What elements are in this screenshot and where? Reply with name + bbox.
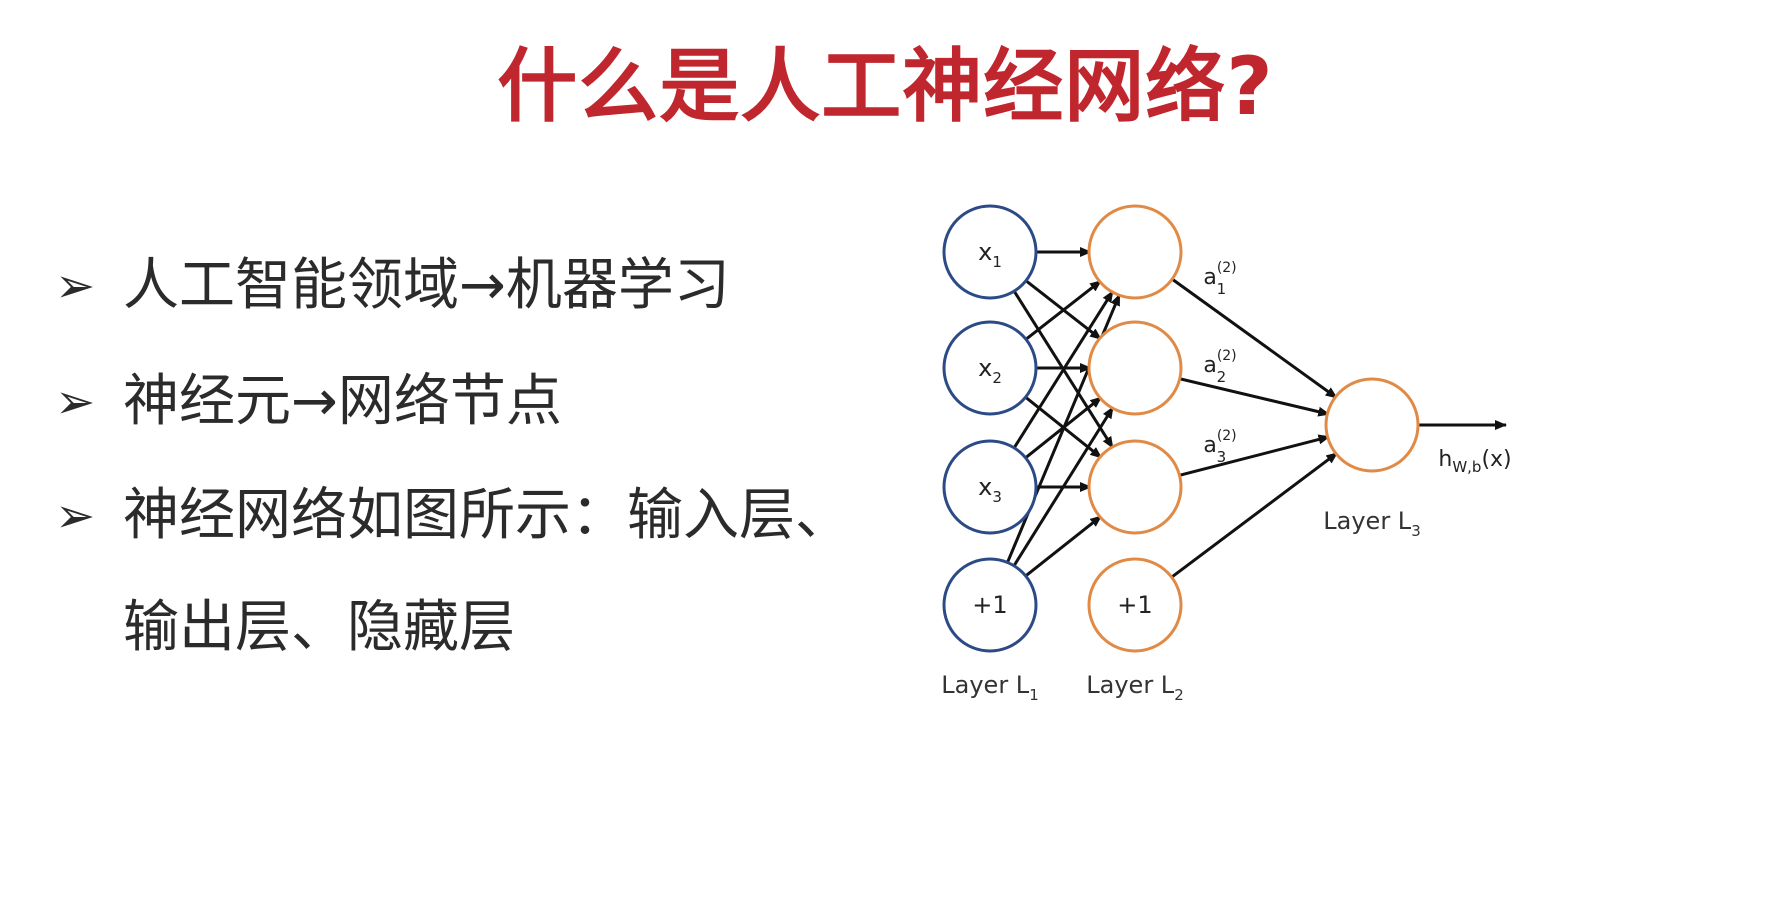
input-node-label: x1 bbox=[978, 238, 1002, 271]
arrow-bullet-icon: ➢ bbox=[55, 488, 96, 544]
network-nodes bbox=[942, 204, 1420, 653]
bullet-list: ➢ 人工智能领域→机器学习 ➢ 神经元→网络节点 ➢ 神经网络如图所示：输入层、… bbox=[55, 228, 875, 684]
connection-line bbox=[1179, 377, 1331, 417]
activation-label: a(2)1 bbox=[1203, 260, 1236, 298]
bullet-item: ➢ 神经网络如图所示：输入层、输出层、隐藏层 bbox=[55, 460, 875, 684]
connection-line bbox=[1012, 406, 1115, 567]
connection-line bbox=[1024, 279, 1103, 341]
input-node-label: x3 bbox=[978, 473, 1002, 506]
layer-1-label: Layer L1 bbox=[941, 671, 1038, 704]
layer-2-label: Layer L2 bbox=[1086, 671, 1183, 704]
hidden-bias-label: +1 bbox=[1117, 591, 1152, 619]
arrow-bullet-icon: ➢ bbox=[55, 374, 96, 430]
input-node bbox=[942, 439, 1038, 535]
bullet-text: 人工智能领域→机器学习 bbox=[123, 253, 730, 318]
connection-line bbox=[1012, 290, 1115, 449]
connection-line bbox=[1179, 434, 1331, 477]
input-node bbox=[942, 320, 1038, 416]
bullet-text: 神经元→网络节点 bbox=[123, 369, 562, 434]
input-node-label: +1 bbox=[972, 591, 1007, 619]
layer-3-label: Layer L3 bbox=[1323, 507, 1420, 540]
connection-line bbox=[1171, 277, 1338, 400]
bullet-item: ➢ 神经元→网络节点 bbox=[55, 344, 875, 460]
hidden-bias-node bbox=[1087, 557, 1183, 653]
connection-line bbox=[1170, 451, 1339, 579]
hidden-node bbox=[1087, 204, 1183, 300]
input-node bbox=[942, 204, 1038, 300]
network-labels: x1 x2 x3 +1 +1 a(2)1 a(2)2 a(2)3 hW,b(x) Layer L1… bbox=[941, 238, 1511, 704]
hidden-node bbox=[1087, 320, 1183, 416]
connection-line bbox=[1024, 514, 1103, 578]
arrow-bullet-icon: ➢ bbox=[55, 258, 96, 314]
activation-label: a(2)2 bbox=[1203, 348, 1236, 386]
output-label: hW,b(x) bbox=[1438, 447, 1511, 476]
bullet-item: ➢ 人工智能领域→机器学习 bbox=[55, 228, 875, 344]
output-node bbox=[1324, 377, 1420, 473]
connection-lines bbox=[1006, 247, 1507, 579]
input-node bbox=[942, 557, 1038, 653]
neural-network-diagram: x1 x2 x3 +1 +1 a(2)1 a(2)2 a(2)3 hW,b(x) Layer L1… bbox=[941, 204, 1512, 704]
activation-label: a(2)3 bbox=[1203, 428, 1236, 466]
input-node-label: x2 bbox=[978, 354, 1002, 387]
slide-title: 什么是人工神经网络? bbox=[497, 40, 1274, 133]
bullet-text: 神经网络如图所示：输入层、输出层、隐藏层 bbox=[123, 483, 851, 660]
hidden-node bbox=[1087, 439, 1183, 535]
